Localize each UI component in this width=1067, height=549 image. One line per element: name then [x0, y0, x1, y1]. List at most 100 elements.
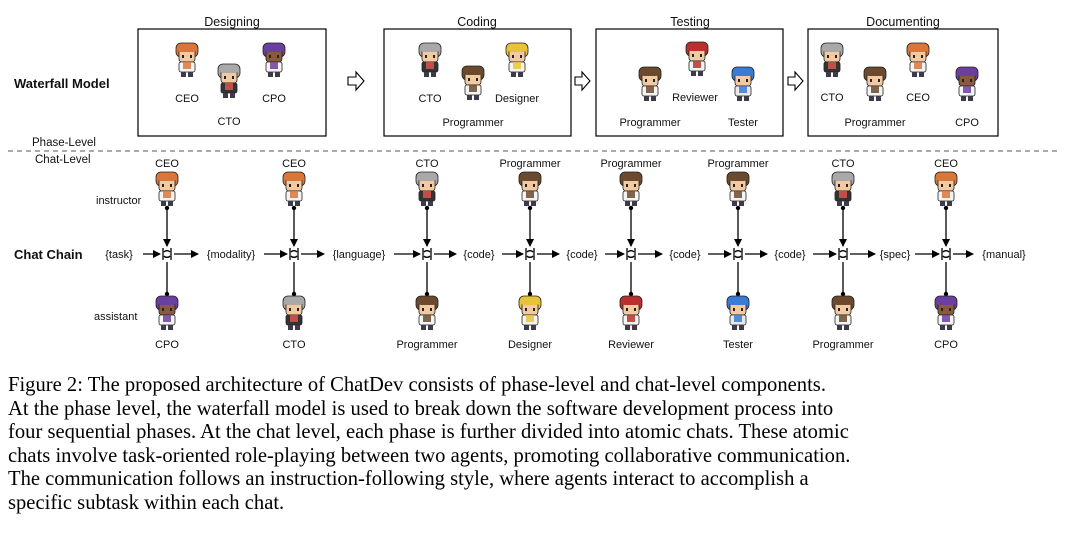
architecture-diagram: Waterfall Model Phase-Level Chat-Level C…: [8, 15, 1060, 351]
instructor-label: instructor: [96, 195, 142, 207]
chain-artifact-label: {code}: [669, 249, 701, 261]
agent-avatar-icon: [518, 295, 542, 330]
assistant-role-label: CTO: [282, 339, 305, 351]
chain-artifact-label: {modality}: [207, 249, 256, 261]
agent-avatar-icon: [175, 42, 199, 77]
instructor-role-label: Programmer: [707, 158, 768, 170]
assistant-role-label: Programmer: [396, 339, 457, 351]
phase-agent-role-label: Programmer: [619, 117, 680, 129]
phase-agent: CTO: [418, 42, 442, 105]
phase-agent: CEO: [175, 42, 199, 105]
phase-agent-role-label: CEO: [175, 93, 199, 105]
phase-box: [807, 28, 999, 137]
agent-avatar-icon: [726, 295, 750, 330]
caption-line: four sequential phases. At the chat leve…: [8, 421, 849, 443]
agent-avatar-icon: [505, 42, 529, 77]
waterfall-model-label: Waterfall Model: [14, 76, 110, 91]
agent-avatar-icon: [934, 171, 958, 206]
chat-chain: {task} {modality} {language} {code} {code} {c…: [105, 158, 1026, 351]
phase-agent: CPO: [955, 66, 979, 129]
agent-avatar-icon: [955, 66, 979, 101]
caption-line: chats involve task-oriented role-playing…: [8, 444, 851, 467]
phase-designing: Designing CEO CTO CPO: [137, 15, 327, 137]
caption-line: specific subtask within each chat.: [8, 491, 285, 514]
assistant-role-label: CPO: [934, 339, 958, 351]
caption-line: The communication follows an instruction…: [8, 468, 809, 490]
agent-avatar-icon: [831, 171, 855, 206]
agent-avatar-icon: [461, 65, 485, 100]
agent-avatar-icon: [638, 66, 662, 101]
agent-avatar-icon: [685, 41, 709, 76]
agent-avatar-icon: [619, 295, 643, 330]
instructor-role-label: CEO: [934, 158, 958, 170]
phase-agent-role-label: Programmer: [442, 117, 503, 129]
chain-artifact-label: {task}: [105, 249, 133, 261]
agent-avatar-icon: [415, 171, 439, 206]
phase-title: Designing: [204, 15, 260, 29]
phase-agent-role-label: CPO: [262, 93, 286, 105]
chain-artifact-label: {code}: [774, 249, 806, 261]
agent-avatar-icon: [415, 295, 439, 330]
phase-title: Documenting: [866, 15, 940, 29]
agent-avatar-icon: [731, 66, 755, 101]
phase-documenting: Documenting CTO CEO Programmer CPO: [807, 15, 999, 137]
chain-artifact-label: {code}: [566, 249, 598, 261]
phase-box: [595, 28, 784, 137]
assistant-role-label: Programmer: [812, 339, 873, 351]
phase-agent: CEO: [906, 42, 930, 104]
chain-artifact-label: {manual}: [982, 249, 1026, 261]
phase-agent: CTO: [820, 42, 844, 104]
caption-line: Figure 2: The proposed architecture of C…: [8, 374, 826, 396]
phase-agent-role-label: CTO: [820, 92, 843, 104]
phase-agent: Programmer: [442, 65, 504, 129]
phase-title: Testing: [670, 15, 710, 29]
phase-title: Coding: [457, 15, 497, 29]
phase-agents: CEO CTO CPO: [175, 42, 286, 128]
instructor-role-label: Programmer: [600, 158, 661, 170]
agent-avatar-icon: [262, 42, 286, 77]
chain-artifact-label: {spec}: [880, 249, 911, 261]
phase-level-label: Phase-Level: [32, 137, 96, 149]
phase-agent-role-label: CEO: [906, 92, 930, 104]
instructor-role-label: CTO: [831, 158, 854, 170]
phase-agent: Tester: [728, 66, 758, 129]
chain-artifact-label: {code}: [463, 249, 495, 261]
agent-avatar-icon: [934, 295, 958, 330]
agent-avatar-icon: [726, 171, 750, 206]
phase-agent-role-label: Designer: [495, 93, 539, 105]
agent-avatar-icon: [282, 171, 306, 206]
phase-agent: Programmer: [844, 66, 906, 129]
phase-agent-role-label: CTO: [217, 116, 240, 128]
chat-loop-icon: [525, 248, 535, 260]
phase-agent-role-label: Tester: [728, 117, 758, 129]
assistant-role-label: Reviewer: [608, 339, 654, 351]
phase-agent: Designer: [495, 42, 539, 105]
instructor-role-label: Programmer: [499, 158, 560, 170]
phase-agent: CTO: [217, 63, 241, 128]
assistant-role-label: CPO: [155, 339, 179, 351]
agent-avatar-icon: [863, 66, 887, 101]
agent-avatar-icon: [155, 171, 179, 206]
agent-avatar-icon: [906, 42, 930, 77]
chat-loop-icon: [162, 248, 172, 260]
chain-artifact-label: {language}: [333, 249, 386, 261]
phase-agents: CTO CEO Programmer CPO: [820, 42, 979, 129]
agent-avatar-icon: [282, 295, 306, 330]
phase-agent-role-label: Reviewer: [672, 92, 718, 104]
phase-agent-role-label: CTO: [418, 93, 441, 105]
phase-agent-role-label: Programmer: [844, 117, 905, 129]
agent-avatar-icon: [518, 171, 542, 206]
chat-loop-icon: [626, 248, 636, 260]
assistant-label: assistant: [94, 311, 137, 323]
chat-chain-label: Chat Chain: [14, 247, 83, 262]
chat-loop-icon: [422, 248, 432, 260]
